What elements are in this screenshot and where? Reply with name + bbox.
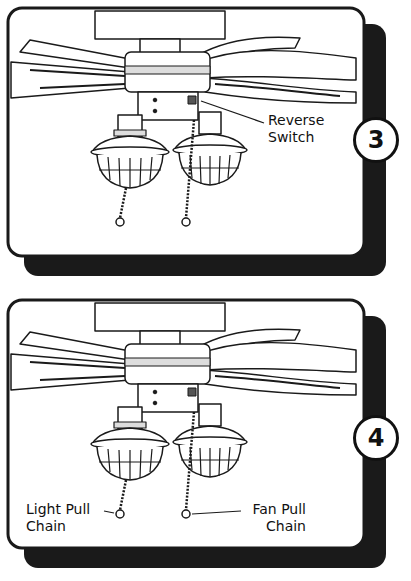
callout-label: Light Pull Chain xyxy=(26,501,104,535)
callout-label: Reverse Switch xyxy=(268,112,338,146)
callout-number: 4 xyxy=(368,426,385,450)
step-number-circle: 4 xyxy=(353,415,399,461)
step-number-circle: 3 xyxy=(353,117,399,163)
callout-label: Fan Pull Chain xyxy=(226,501,306,535)
callout-number: 3 xyxy=(368,128,385,152)
